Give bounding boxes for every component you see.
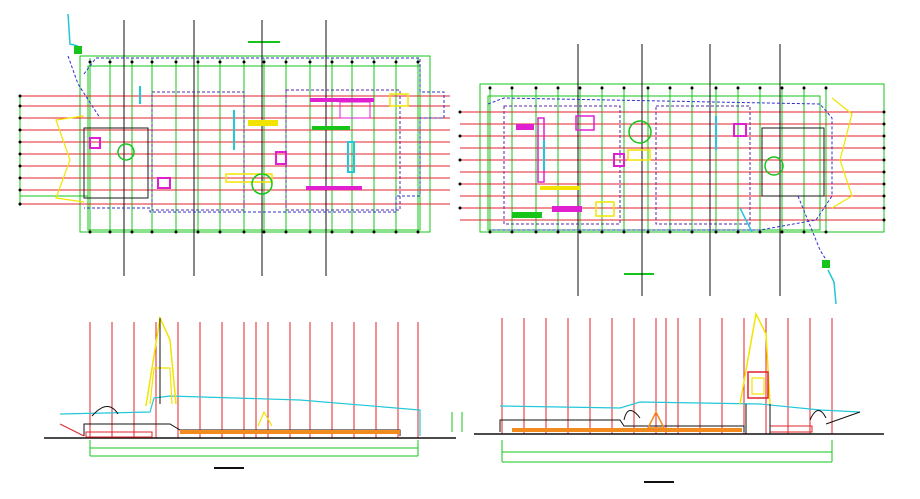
plan-left-grid-nodes [18, 60, 420, 234]
plan-right-walls [487, 97, 853, 305]
floor-plan-right [458, 44, 886, 305]
plan-left-fixtures [74, 46, 409, 195]
floor-plan-left [18, 13, 450, 276]
elevation-right [474, 311, 884, 483]
plan-right-red-axes [460, 111, 884, 221]
elevation-left [44, 315, 463, 469]
elevation-left-green-grid [89, 412, 463, 457]
plan-left-walls [55, 13, 445, 213]
elevation-right-building [474, 311, 884, 435]
elevation-right-red-axes [501, 318, 833, 434]
elevation-right-green-grid [501, 440, 833, 463]
plan-right-grid-nodes [458, 86, 886, 234]
plan-right-fixtures [512, 115, 830, 268]
plan-left-black-axes [123, 20, 327, 276]
plan-right-black-axes [577, 44, 781, 296]
elevation-left-building [44, 315, 456, 439]
